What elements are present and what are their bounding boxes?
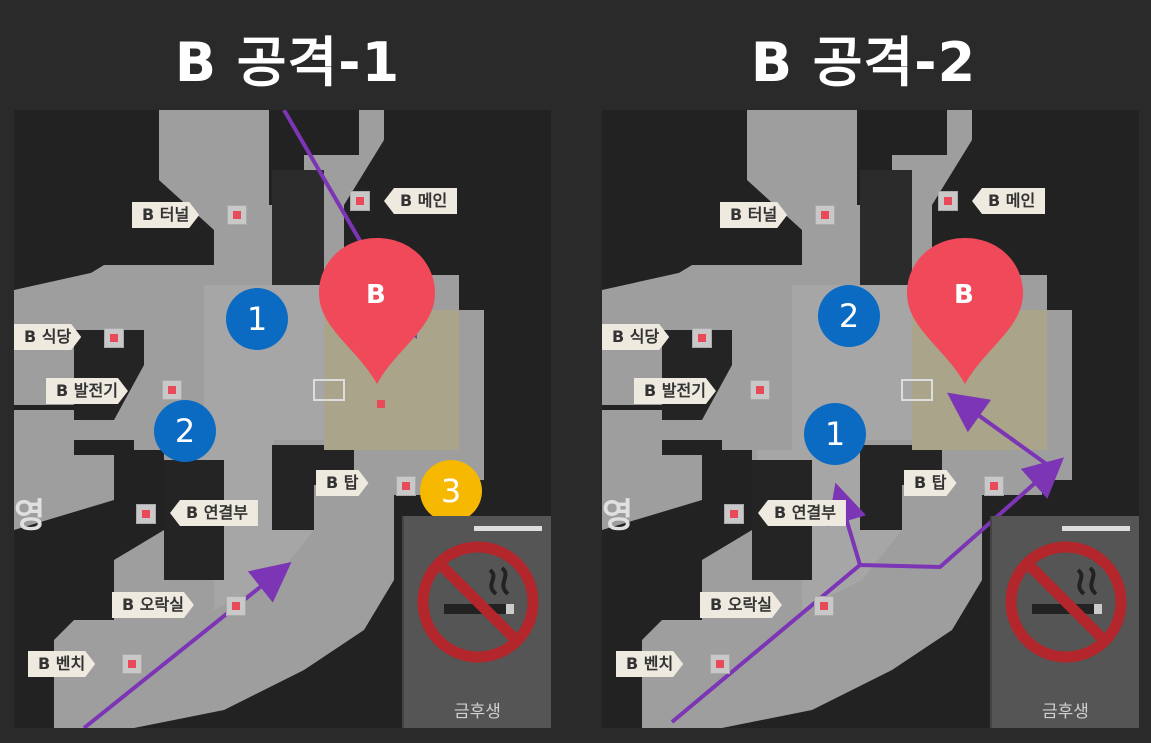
label-tunnel: B 터널 [132, 202, 199, 228]
title-right: B 공격-2 [750, 31, 977, 94]
label-tower: B 탑 [316, 470, 369, 496]
tunnel-spot [815, 205, 835, 225]
label-cafeteria: B 식당 [602, 324, 669, 350]
label-cafeteria: B 식당 [14, 324, 81, 350]
label-link: B 연결부 [170, 500, 258, 526]
link-spot [724, 504, 744, 524]
panel-bar [1062, 526, 1130, 531]
panel-bar [474, 526, 542, 531]
no-smoking-caption: 금후생 [1042, 702, 1089, 722]
no-smoking-panel: 금후생 [990, 516, 1139, 728]
generator-spot [750, 380, 770, 400]
tower-spot [396, 476, 416, 496]
map-panel-left: B 영 B 터널 B 메인 B 식당 B 발전기 B 탑 B 연결부 B 오락실… [14, 110, 551, 728]
no-smoking-panel: 금후생 [402, 516, 551, 728]
plant-spot [372, 395, 385, 408]
marker-1: 1 [226, 288, 288, 350]
bench-spot [122, 654, 142, 674]
title-left: B 공격-1 [174, 31, 401, 94]
edge-glyph: 영 [14, 496, 46, 536]
lounge-spot [226, 596, 246, 616]
no-smoking-icon [417, 541, 539, 663]
label-lounge: B 오락실 [112, 592, 194, 618]
marker-3: 3 [420, 460, 482, 522]
marker-2: 2 [818, 285, 880, 347]
label-lounge: B 오락실 [700, 592, 782, 618]
main-spot [350, 191, 370, 211]
label-generator: B 발전기 [46, 378, 128, 404]
label-link: B 연결부 [758, 500, 846, 526]
edge-glyph: 영 [602, 496, 634, 536]
bench-spot [710, 654, 730, 674]
label-generator: B 발전기 [634, 378, 716, 404]
no-smoking-caption: 금후생 [454, 702, 501, 722]
cafeteria-spot [692, 328, 712, 348]
map-geometry-left [14, 110, 551, 728]
site-label: B [954, 280, 974, 310]
marker-2: 2 [154, 400, 216, 462]
cafeteria-spot [104, 328, 124, 348]
label-tunnel: B 터널 [720, 202, 787, 228]
map-panel-right: B 영 B 터널 B 메인 B 식당 B 발전기 B 탑 B 연결부 B 오락실… [602, 110, 1139, 728]
label-main: B 메인 [384, 188, 458, 214]
generator-spot [162, 380, 182, 400]
label-bench: B 벤치 [28, 651, 95, 677]
label-main: B 메인 [972, 188, 1046, 214]
lounge-spot [814, 596, 834, 616]
main-spot [938, 191, 958, 211]
site-pin-icon [319, 238, 435, 384]
no-smoking-icon [1005, 541, 1127, 663]
marker-1: 1 [804, 403, 866, 465]
site-pin-icon [907, 238, 1023, 384]
site-label: B [366, 280, 386, 310]
label-tower: B 탑 [904, 470, 957, 496]
label-bench: B 벤치 [616, 651, 683, 677]
link-spot [136, 504, 156, 524]
tunnel-spot [227, 205, 247, 225]
tower-spot [984, 476, 1004, 496]
